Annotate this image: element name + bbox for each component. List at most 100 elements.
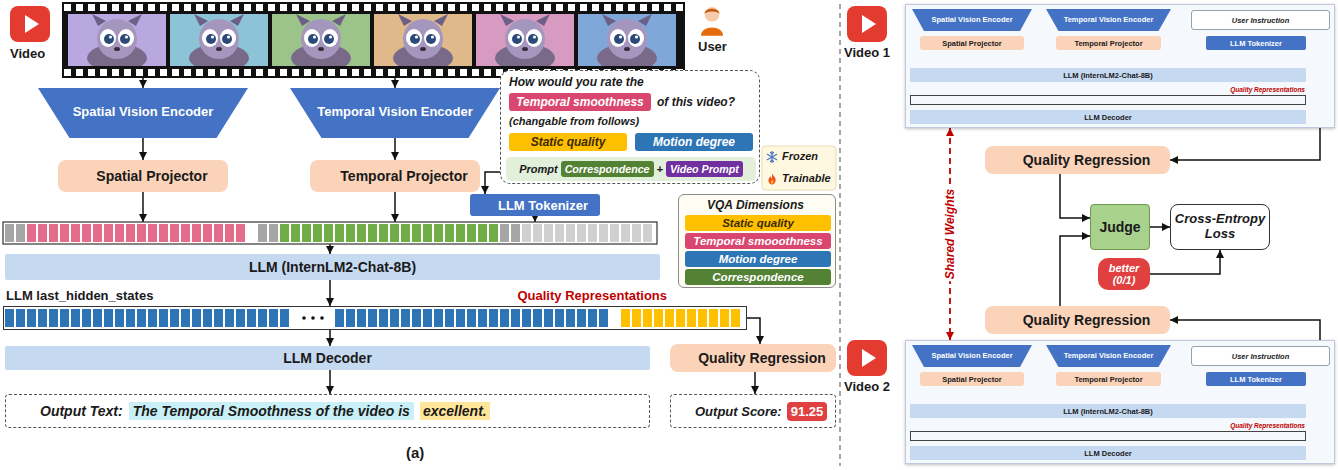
box-text: LLM (InternLM2-Chat-8B): [1063, 407, 1153, 416]
legend-panel: [762, 146, 836, 190]
encoder-trapezoid: Spatial Vision Encoder: [38, 88, 248, 138]
connector-arrow: [329, 280, 331, 306]
box-text: LLM (InternLM2-Chat-8B): [249, 259, 416, 275]
box-text: Quality Representations: [517, 288, 667, 303]
box-text: Quality Regression: [1023, 152, 1151, 168]
token-segment: [500, 224, 522, 242]
connector-arrow: [329, 370, 331, 394]
hidden-segment: [5, 309, 291, 327]
frame-creature: [393, 14, 453, 72]
decoder-bar: LLM Decoder: [910, 446, 1306, 460]
panel-label: (a): [406, 444, 424, 461]
connector-arrow: [1150, 226, 1170, 228]
ellipsis-dot: [302, 316, 306, 320]
box-text: Motion degree: [653, 135, 735, 149]
box-text: Judge: [1099, 219, 1140, 235]
box-text: Temporal smooothness: [693, 235, 822, 247]
frozen-icon: [767, 152, 776, 163]
frame-creature: [87, 14, 147, 72]
trapezoid-fill: [38, 88, 248, 138]
frame-creature: [495, 14, 555, 72]
edge-label: Shared Weights: [943, 187, 957, 281]
label-pill: better (0/1): [1098, 258, 1150, 290]
trapezoid-fill: [912, 345, 1032, 367]
film-strip: [62, 2, 685, 78]
connector-arrow: [142, 138, 144, 160]
box-text: LLM Decoder: [1084, 449, 1132, 458]
output-text-box: Output Text: The Temporal Smoothness of t…: [5, 394, 650, 428]
box-text: Temporal Projector: [1074, 375, 1142, 384]
encoder-trapezoid: Temporal Vision Encoder: [290, 88, 500, 138]
box-text: LLM Tokenizer: [1230, 375, 1282, 384]
projector-box: Spatial Projector: [920, 36, 1024, 50]
dimension-tag: Motion degree: [685, 251, 831, 267]
box-text: Output Text:: [40, 403, 123, 419]
box-text: Temporal Projector: [1074, 39, 1142, 48]
token-segment: [522, 224, 654, 242]
hidden-state-bar: LLM last_hidden_statesQuality Representa…: [3, 306, 747, 330]
legend-text: Trainable: [782, 172, 831, 184]
dimension-tag: Temporal smooothness: [685, 233, 831, 249]
projector-box: Temporal Projector: [1056, 36, 1161, 50]
box-text: LLM Decoder: [283, 350, 372, 366]
connector-arrow: [747, 318, 760, 344]
tokenizer-box: LLM Tokenizer: [1206, 36, 1306, 50]
connector-arrow: [754, 372, 756, 394]
box-text: LLM Tokenizer: [1230, 39, 1282, 48]
input-token-bar: [3, 222, 657, 244]
llm-bar: LLM (InternLM2-Chat-8B): [5, 254, 660, 280]
frame-creature: [291, 14, 351, 72]
encoder-trapezoid: Temporal Vision Encoder: [1046, 345, 1171, 367]
connector-arrow: [485, 172, 500, 194]
video-play-icon: [847, 6, 887, 42]
model-thumbnail: Spatial Vision EncoderTemporal Vision En…: [905, 340, 1335, 464]
legend-text: Frozen: [782, 150, 818, 162]
hidden-state-squares: [5, 309, 742, 327]
box-text: Quality Representations: [1230, 86, 1305, 93]
decoder-bar: LLM Decoder: [910, 110, 1306, 124]
ellipsis-dot: [311, 316, 315, 320]
tokenizer-box: LLM Tokenizer: [470, 194, 600, 216]
trapezoid-fill: [290, 88, 500, 138]
box-text: Spatial Projector: [942, 39, 1002, 48]
box-text: Quality Regression: [698, 350, 826, 366]
box-text: 91.25: [787, 402, 828, 421]
trapezoid-fill: [1046, 345, 1171, 367]
box-text: Static quality: [531, 135, 606, 149]
sprocket-row: [64, 4, 683, 11]
encoder-trapezoid: Spatial Vision Encoder: [912, 9, 1032, 31]
video-label: Video 1: [844, 45, 890, 60]
connector-arrow: [1150, 250, 1220, 274]
output-score-box: Output Score:91.25: [670, 394, 836, 428]
film-base: [62, 2, 685, 78]
token-segment: [280, 224, 500, 242]
trapezoid-fill: [1046, 9, 1171, 31]
box-text: Temporal Vision Encoder: [1064, 15, 1154, 24]
box-text: Quality Regression: [1023, 312, 1151, 328]
connector-arrow: [329, 330, 331, 346]
projector-box: Temporal Projector: [310, 160, 480, 192]
dimension-panel: VQA DimensionsStatic qualityTemporal smo…: [678, 194, 836, 288]
model-thumbnail: Spatial Vision Encoder Temporal Vision En…: [905, 4, 1335, 128]
user-label: User: [698, 39, 727, 54]
hidden-state-bar: Quality Representations: [910, 431, 1306, 441]
prompt-row: Prompt+CorrespondenceVideo Prompt: [506, 157, 756, 181]
box-text: Motion degree: [719, 253, 798, 265]
dimension-tag: Motion degree: [635, 133, 753, 151]
trainable-icon: [768, 174, 775, 185]
box-text: Quality Representations: [1230, 422, 1305, 429]
box-text: Temporal Vision Encoder: [317, 104, 473, 119]
box-text: The Temporal Smoothness of the video is: [129, 402, 414, 420]
connector-arrow: [394, 138, 396, 160]
projector-box: Spatial Projector: [920, 372, 1024, 386]
box-text: Cross-Entropy Loss: [1174, 212, 1266, 242]
ellipsis-dot: [320, 316, 324, 320]
box-text: User Instruction: [1232, 16, 1290, 25]
flow-arrow: [329, 244, 331, 254]
box-text: Temporal Projector: [340, 168, 467, 184]
projector-box: Temporal Projector: [1056, 372, 1161, 386]
video-play-icon: [10, 6, 50, 42]
trapezoid-fill: [912, 9, 1032, 31]
quality-segment: [621, 309, 742, 327]
